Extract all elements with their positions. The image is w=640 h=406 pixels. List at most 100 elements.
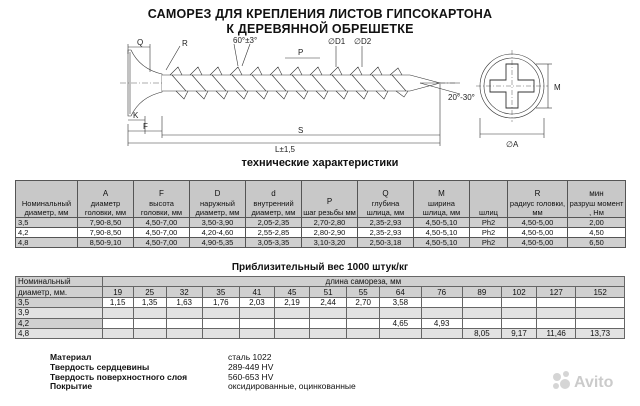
- spec-header-cell: Номинальный диаметр, мм: [15, 180, 78, 218]
- spec-cell: 4,50-5,10: [413, 237, 470, 248]
- weight-cell: [500, 317, 538, 329]
- spec-section-title: технические характеристики: [241, 157, 399, 169]
- length-cell: 35: [201, 286, 240, 298]
- dim-p-label: P: [298, 48, 303, 57]
- weight-cell: 4,93: [420, 317, 463, 329]
- spec-row: 3,5 7,90-8,50 4,50-7,00 3,50-3,90 2,05-2…: [15, 217, 626, 228]
- spec-cell: Ph2: [469, 217, 508, 228]
- weight-cell: [575, 307, 625, 319]
- spec-cell: Ph2: [469, 227, 508, 238]
- weight-cell: 1,63: [165, 296, 203, 309]
- spec-cell: 4,20-4,60: [189, 227, 246, 238]
- length-cell: 41: [238, 286, 275, 298]
- spec-cell: 7,90-8,50: [77, 227, 134, 238]
- weight-cell: [132, 307, 167, 319]
- weight-cell: 3,58: [379, 296, 422, 309]
- weight-cell: [132, 317, 167, 329]
- weight-cell: [309, 327, 348, 340]
- weight-cell: [379, 307, 422, 319]
- weight-cell: 11,46: [536, 327, 577, 340]
- spec-cell: 4,50-5,00: [507, 237, 568, 248]
- length-cell: 25: [132, 286, 167, 298]
- spec-cell: 2,35-2,93: [357, 217, 414, 228]
- weight-section-title: Приблизительный вес 1000 штук/кг: [231, 262, 409, 273]
- weight-cell: 2,44: [309, 296, 348, 309]
- dim-a-label: ∅A: [506, 140, 519, 149]
- weight-cell: 2,19: [273, 296, 311, 309]
- length-cell: 76: [420, 286, 463, 298]
- dim-l-label: L±1,5: [275, 145, 296, 154]
- weight-cell: 9,17: [500, 327, 538, 340]
- weight-cell: [536, 307, 577, 319]
- weight-row: 3,5 1,15 1,35 1,63 1,76 2,03 2,19 2,44 2…: [15, 296, 625, 309]
- length-cell: 55: [346, 286, 381, 298]
- spec-cell: 4,50-5,00: [507, 217, 568, 228]
- weight-diameter-cell: 4,2: [15, 317, 103, 329]
- weight-cell: [201, 317, 240, 329]
- weight-cell: [101, 317, 134, 329]
- weight-cell: [101, 307, 134, 319]
- spec-cell: 3,10-3,20: [301, 237, 358, 248]
- length-cell: 152: [575, 286, 625, 298]
- weight-header-row: Номинальный длина самореза, мм: [15, 275, 626, 288]
- spec-row: 4,2 7,90-8,50 4,50-7,00 4,20-4,60 2,55-2…: [15, 227, 626, 238]
- weight-cell: [420, 307, 463, 319]
- spec-cell: 3,05-3,35: [245, 237, 302, 248]
- weight-cell: [165, 327, 203, 340]
- title-line-1: САМОРЕЗ ДЛЯ КРЕПЛЕНИЯ ЛИСТОВ ГИПСОКАРТОН…: [147, 7, 493, 21]
- dim-k-label: K: [133, 111, 139, 120]
- weight-cell: [201, 307, 240, 319]
- weight-cell: [165, 307, 203, 319]
- weight-length-header: длина самореза, мм: [101, 275, 626, 288]
- spec-cell: 6,50: [567, 237, 626, 248]
- weight-cell: [201, 327, 240, 340]
- spec-row: 4,8 8,50-9,10 4,50-7,00 4,90-5,35 3,05-3…: [15, 237, 626, 248]
- weight-table: Номинальный длина самореза, мм диаметр, …: [15, 275, 626, 340]
- length-cell: 89: [461, 286, 502, 298]
- spec-cell: 4,8: [15, 237, 78, 248]
- weight-cell: [101, 327, 134, 340]
- length-cell: 45: [273, 286, 311, 298]
- dim-tip-angle-label: 20°-30°: [448, 93, 475, 102]
- dim-f-label: F: [143, 122, 148, 131]
- spec-cell: 4,90-5,35: [189, 237, 246, 248]
- spec-cell: Ph2: [469, 237, 508, 248]
- length-cell: 32: [165, 286, 203, 298]
- weight-cell: [346, 317, 381, 329]
- weight-cell: [500, 296, 538, 309]
- weight-corner-label-2: диаметр, мм.: [15, 286, 103, 298]
- weight-cell: 2,03: [238, 296, 275, 309]
- weight-cell: 1,35: [132, 296, 167, 309]
- dim-m-label: M: [554, 83, 561, 92]
- weight-diameter-cell: 3,9: [15, 307, 103, 319]
- spec-cell: 2,35-2,93: [357, 227, 414, 238]
- weight-cell: 8,05: [461, 327, 502, 340]
- weight-cell: [238, 327, 275, 340]
- length-cell: 19: [101, 286, 134, 298]
- weight-cell: [575, 317, 625, 329]
- weight-cell: 4,65: [379, 317, 422, 329]
- weight-cell: 13,73: [575, 327, 625, 340]
- spec-cell: 4,50-7,00: [133, 217, 190, 228]
- weight-cell: [575, 296, 625, 309]
- weight-cell: [420, 296, 463, 309]
- length-cell: 51: [309, 286, 348, 298]
- spec-cell: 3,5: [15, 217, 78, 228]
- spec-cell: 2,05-2,35: [245, 217, 302, 228]
- weight-cell: [536, 296, 577, 309]
- weight-cell: [461, 296, 502, 309]
- dim-r-label: R: [182, 39, 188, 48]
- weight-cell: [346, 327, 381, 340]
